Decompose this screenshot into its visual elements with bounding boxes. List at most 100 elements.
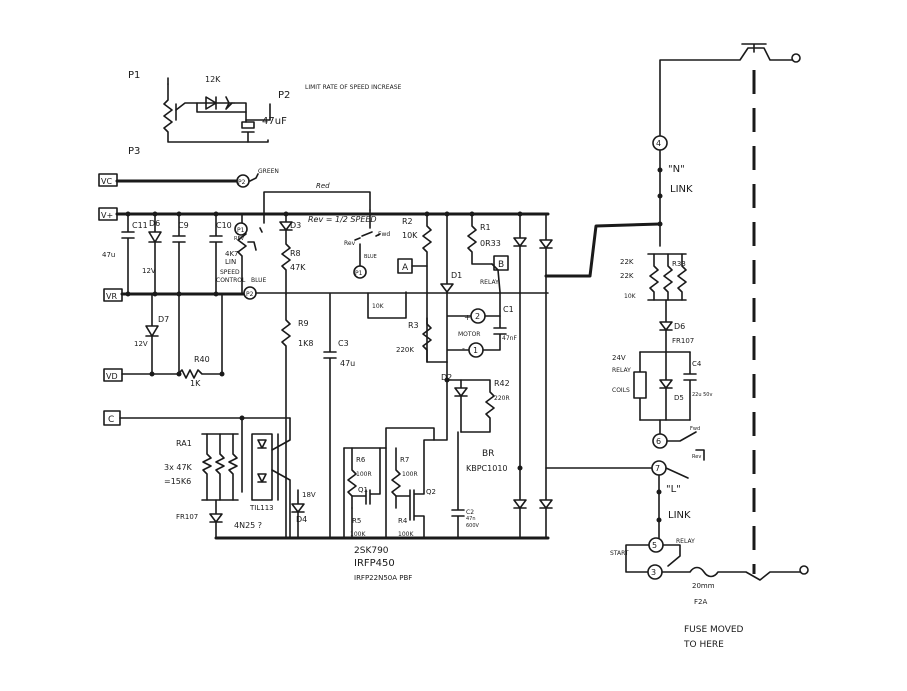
rev-right: Rev xyxy=(692,454,701,460)
pin-5: 5 xyxy=(652,541,657,550)
r8-value: 47K xyxy=(290,263,306,272)
d4-18v-label: 18V xyxy=(302,491,316,499)
c11-value: 47u xyxy=(102,251,115,259)
pin-6: 6 xyxy=(656,437,661,446)
d6-left-value: 12V xyxy=(142,267,156,275)
p2-pin-label: P2 xyxy=(238,179,246,186)
r3-value: 220K xyxy=(396,346,414,354)
terminal-c: C xyxy=(108,415,114,425)
r6-value: 100R xyxy=(356,471,372,478)
speed-pot-network: P1 P2 P3 12K 47uF LIMIT RATE OF SPEED IN… xyxy=(128,70,401,157)
fuse-note-line1: FUSE MOVED xyxy=(684,625,744,635)
pot-control-label: CONTROL xyxy=(216,277,246,284)
d3-label: D3 xyxy=(290,221,301,230)
d7-value: 12V xyxy=(134,340,148,348)
r40-label: R40 xyxy=(194,355,210,364)
fuse-size: 20mm xyxy=(692,582,715,590)
c2-label: C2 xyxy=(466,509,474,516)
til113-label: TIL113 xyxy=(249,504,274,512)
c3-label: C3 xyxy=(338,339,349,348)
mosfet-type-1: 2SK790 xyxy=(354,546,389,556)
d1-label: D1 xyxy=(451,271,462,280)
r5-label: R5 xyxy=(352,517,361,525)
c4-label: C4 xyxy=(692,360,702,368)
terminal-vd: VD xyxy=(106,372,118,381)
r7-value: 100R xyxy=(402,471,418,478)
p1-label: P1 xyxy=(128,70,140,81)
speed-limit-note: LIMIT RATE OF SPEED INCREASE xyxy=(305,84,401,91)
rev-half-speed-label: Rev = 1/2 SPEED xyxy=(308,215,377,224)
ra1-label: RA1 xyxy=(176,439,192,448)
left-components: C11 47u D6 12V C9 C10 P1 REV 4K7 LIN SPE… xyxy=(102,213,291,539)
r3-label: R3 xyxy=(408,321,419,330)
r4-label: R4 xyxy=(398,517,408,525)
r42-value: 220R xyxy=(494,395,510,402)
d7-label: D7 xyxy=(158,315,169,324)
vplus-rail: V+ xyxy=(98,207,550,221)
vr-rail: VR P2 xyxy=(103,286,549,302)
c2-voltage: 600V xyxy=(466,523,480,529)
r22k-a: 22K xyxy=(620,258,634,266)
start-label: START xyxy=(610,550,629,557)
r10k-right: 10K xyxy=(624,293,637,300)
c10-label: C10 xyxy=(216,221,232,230)
rev-switch-label: Rev xyxy=(344,240,356,247)
relay-24v: 24V xyxy=(612,354,626,362)
pin-7: 7 xyxy=(655,464,660,473)
r2-label: R2 xyxy=(402,217,413,226)
coils-label: COILS xyxy=(612,387,630,394)
fwd-right: Fwd xyxy=(690,426,700,432)
r10k-mid-label: 10K xyxy=(372,303,385,310)
fuse-note-line2: TO HERE xyxy=(683,640,724,650)
r33-label: R33 xyxy=(672,260,686,268)
cap-47uf-label: 47uF xyxy=(262,116,287,127)
d6-right-label: D6 xyxy=(674,322,685,331)
r7-label: R7 xyxy=(400,456,409,464)
terminal-vc: VC xyxy=(101,177,112,186)
r8-label: R8 xyxy=(290,249,301,258)
ra1-value-equiv: =15K6 xyxy=(164,477,191,486)
4n25-label: 4N25 ? xyxy=(234,521,262,530)
p1-pin-label: P1 xyxy=(237,227,245,234)
middle-components: D3 R8 47K Rev = 1/2 SPEED Rev Fwd P1 BLU… xyxy=(214,209,553,582)
c2-value: 47n xyxy=(466,516,476,522)
p4-pin-label: P1 xyxy=(355,270,363,277)
rev-small-label: REV xyxy=(234,236,245,242)
c11-label: C11 xyxy=(132,221,148,230)
wire-green-label: GREEN xyxy=(258,168,279,175)
terminal-a: A xyxy=(402,263,409,273)
r2-value: 10K xyxy=(402,231,418,240)
relay-mid-label: RELAY xyxy=(480,279,499,286)
pot-4k7-label: 4K7 xyxy=(225,250,239,258)
terminal-b: B xyxy=(498,260,504,270)
motor-pin-1: 1 xyxy=(473,346,478,355)
fr107-right: FR107 xyxy=(672,337,694,345)
r22k-b: 22K xyxy=(620,272,634,280)
d6-left-label: D6 xyxy=(149,219,160,228)
d4-label: D4 xyxy=(296,515,307,524)
d5-label: D5 xyxy=(674,394,684,402)
r4-value: 100K xyxy=(398,531,414,538)
l-link-word: LINK xyxy=(668,510,691,521)
pot-speed-label: SPEED xyxy=(220,269,240,276)
motor-minus: - xyxy=(462,344,465,353)
fuse-rating: F2A xyxy=(694,598,707,606)
p2-label: P2 xyxy=(278,90,290,101)
terminal-vplus: V+ xyxy=(101,211,113,220)
c3-value: 47u xyxy=(340,359,355,368)
motor-pin-2: 2 xyxy=(475,312,480,321)
control-wires: VC P2 GREEN Red xyxy=(98,168,371,224)
r6-label: R6 xyxy=(356,456,366,464)
r5-value: 100K xyxy=(350,531,366,538)
q1-label: Q1 xyxy=(358,486,368,494)
br-value: KBPC1010 xyxy=(466,464,508,473)
r1-value: 0R33 xyxy=(480,239,501,248)
r9-value: 1K8 xyxy=(298,339,313,348)
relay-right-label: RELAY xyxy=(676,538,695,545)
n-link-label: "N" xyxy=(668,164,685,175)
d2-label: D2 xyxy=(441,373,452,382)
mosfet-type-3: IRFP22N50A PBF xyxy=(354,574,412,582)
fr107-left-label: FR107 xyxy=(176,513,198,521)
p3-label: P3 xyxy=(128,146,140,157)
